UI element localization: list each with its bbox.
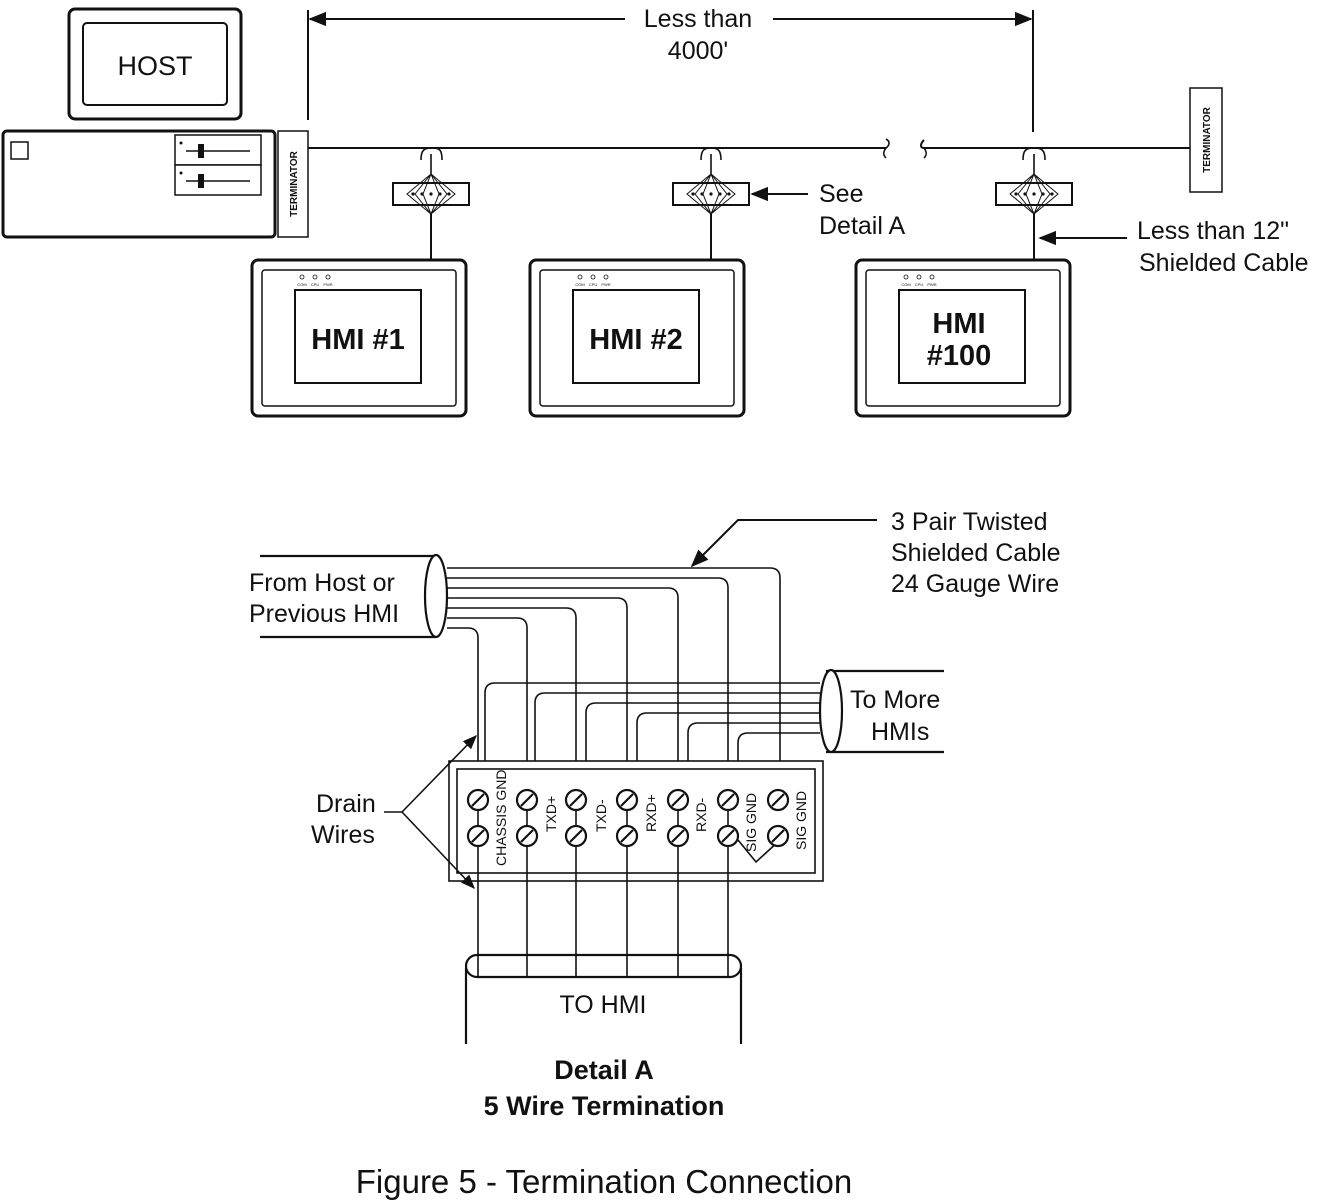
- shield-label-line2: Shielded Cable: [1139, 249, 1309, 277]
- from-host-line1: From Host or: [249, 569, 395, 597]
- tap-hmi2: [672, 173, 750, 215]
- host-terminator-label: TERMINATOR: [289, 150, 300, 217]
- drop-hmi2: [672, 147, 750, 262]
- incoming-cable: [260, 553, 449, 639]
- detail-title-line1: Detail A: [554, 1055, 654, 1085]
- to-hmi-cable: TO HMI: [464, 953, 743, 1044]
- led-label-pwr: PWR: [323, 282, 332, 287]
- drain-wires-callout: Drain Wires: [311, 734, 478, 890]
- cable-callout: 3 Pair Twisted Shielded Cable 24 Gauge W…: [690, 508, 1061, 598]
- end-terminator-label: TERMINATOR: [1202, 106, 1213, 173]
- led-label-cpu: CPU: [311, 282, 320, 287]
- hmi2-label: HMI #2: [589, 324, 682, 356]
- to-more-line2: HMIs: [871, 718, 929, 746]
- host-terminator: TERMINATOR: [277, 130, 309, 238]
- end-terminator: TERMINATOR: [1189, 87, 1223, 193]
- from-host-line2: Previous HMI: [249, 600, 399, 628]
- hmi100-label-line2: #100: [927, 340, 992, 372]
- tap-hmi1: [392, 173, 470, 215]
- distance-label-line2: 4000': [668, 37, 728, 65]
- shield-callout: Less than 12" Shielded Cable: [1038, 217, 1309, 277]
- distance-label-line1: Less than: [644, 5, 752, 33]
- outgoing-cable: [818, 668, 944, 754]
- see-detail-callout: See Detail A: [750, 180, 905, 240]
- terminal-label-txd-minus: TXD-: [593, 799, 609, 832]
- hmi-panel-2: COM CPU PWR HMI #2: [528, 258, 746, 418]
- to-more-line1: To More: [850, 686, 940, 714]
- led-label-cpu: CPU: [589, 282, 598, 287]
- led-label-com: COM: [901, 282, 910, 287]
- host-computer: HOST: [1, 7, 277, 239]
- shield-label-line1: Less than 12": [1137, 217, 1289, 245]
- drain-label-line2: Wires: [311, 821, 375, 849]
- hmi-panel-1: COM CPU PWR HMI #1: [250, 258, 468, 418]
- to-hmi-label: TO HMI: [559, 991, 646, 1019]
- tap-hmi100: [995, 173, 1073, 215]
- cable-label-line1: 3 Pair Twisted: [891, 508, 1048, 536]
- cable-label-line3: 24 Gauge Wire: [891, 570, 1059, 598]
- led-label-pwr: PWR: [927, 282, 936, 287]
- hmi-panel-100: COM CPU PWR HMI #100: [854, 258, 1072, 418]
- drop-hmi1: [392, 147, 470, 262]
- drop-hmi100: [995, 147, 1073, 262]
- main-bus: [308, 138, 1190, 159]
- host-label: HOST: [117, 51, 192, 81]
- terminal-label-rxd-minus: RXD-: [693, 797, 709, 832]
- hmi100-label-line1: HMI: [932, 308, 985, 340]
- led-label-com: COM: [297, 282, 306, 287]
- outgoing-wires: [484, 682, 820, 790]
- figure-caption: Figure 5 - Termination Connection: [356, 1163, 852, 1200]
- drain-label-line1: Drain: [316, 790, 376, 818]
- incoming-wires: [447, 567, 781, 790]
- led-label-pwr: PWR: [601, 282, 610, 287]
- terminal-label-sig-gnd-2: SIG GND: [793, 791, 809, 850]
- terminal-label-chassis-gnd: CHASSIS GND: [493, 770, 509, 866]
- terminal-block: CHASSIS GND TXD+ TXD- RXD+ RXD- SIG GND …: [448, 760, 824, 975]
- hmi1-label: HMI #1: [311, 324, 404, 356]
- led-label-cpu: CPU: [915, 282, 924, 287]
- distance-dimension: Less than 4000': [307, 5, 1034, 132]
- led-label-com: COM: [575, 282, 584, 287]
- detail-title-line2: 5 Wire Termination: [484, 1091, 725, 1121]
- see-detail-line2: Detail A: [819, 212, 905, 240]
- terminal-label-txd-plus: TXD+: [543, 796, 559, 832]
- terminal-label-rxd-plus: RXD+: [643, 794, 659, 832]
- cable-label-line2: Shielded Cable: [891, 539, 1061, 567]
- see-detail-line1: See: [819, 180, 863, 208]
- terminal-label-sig-gnd-1: SIG GND: [743, 793, 759, 852]
